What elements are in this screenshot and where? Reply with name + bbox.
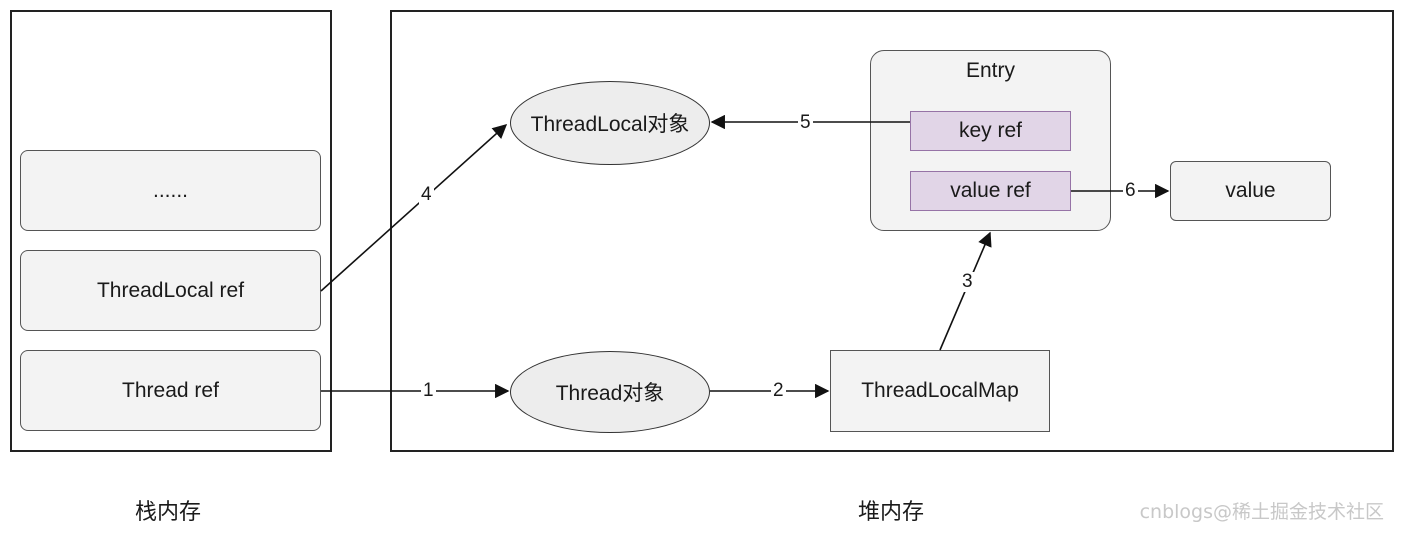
threadlocalmap-node: ThreadLocalMap [830, 350, 1050, 432]
stack-item-ellipsis: ...... [20, 150, 321, 231]
stack-item-threadlocal-ref: ThreadLocal ref [20, 250, 321, 331]
value-ref-field: value ref [910, 171, 1071, 211]
value-label: value [1225, 179, 1276, 202]
watermark: cnblogs@稀土掘金技术社区 [1139, 501, 1384, 523]
value-ref-label: value ref [950, 179, 1031, 202]
edge-5-label: 5 [798, 112, 813, 133]
stack-item-thread-ref-label: Thread ref [122, 378, 219, 402]
heap-memory-caption: 堆内存 [858, 500, 925, 525]
edge-3-label: 3 [960, 271, 975, 292]
threadlocal-object-label: ThreadLocal对象 [530, 113, 690, 136]
stack-item-thread-ref: Thread ref [20, 350, 321, 431]
edge-2-label: 2 [771, 380, 786, 401]
value-node: value [1170, 161, 1331, 221]
threadlocal-object-node: ThreadLocal对象 [510, 81, 710, 165]
key-ref-field: key ref [910, 111, 1071, 151]
thread-object-node: Thread对象 [510, 351, 710, 433]
edge-4-label: 4 [419, 184, 434, 205]
edge-6-label: 6 [1123, 180, 1138, 201]
key-ref-label: key ref [958, 119, 1023, 142]
thread-object-label: Thread对象 [555, 382, 665, 405]
stack-memory-caption: 栈内存 [135, 500, 202, 525]
entry-title: Entry [965, 59, 1015, 82]
stack-item-ellipsis-label: ...... [152, 178, 188, 202]
stack-item-threadlocal-ref-label: ThreadLocal ref [96, 278, 245, 302]
edge-1-label: 1 [421, 380, 436, 401]
threadlocalmap-label: ThreadLocalMap [861, 379, 1019, 402]
edge-4-line [320, 124, 508, 292]
